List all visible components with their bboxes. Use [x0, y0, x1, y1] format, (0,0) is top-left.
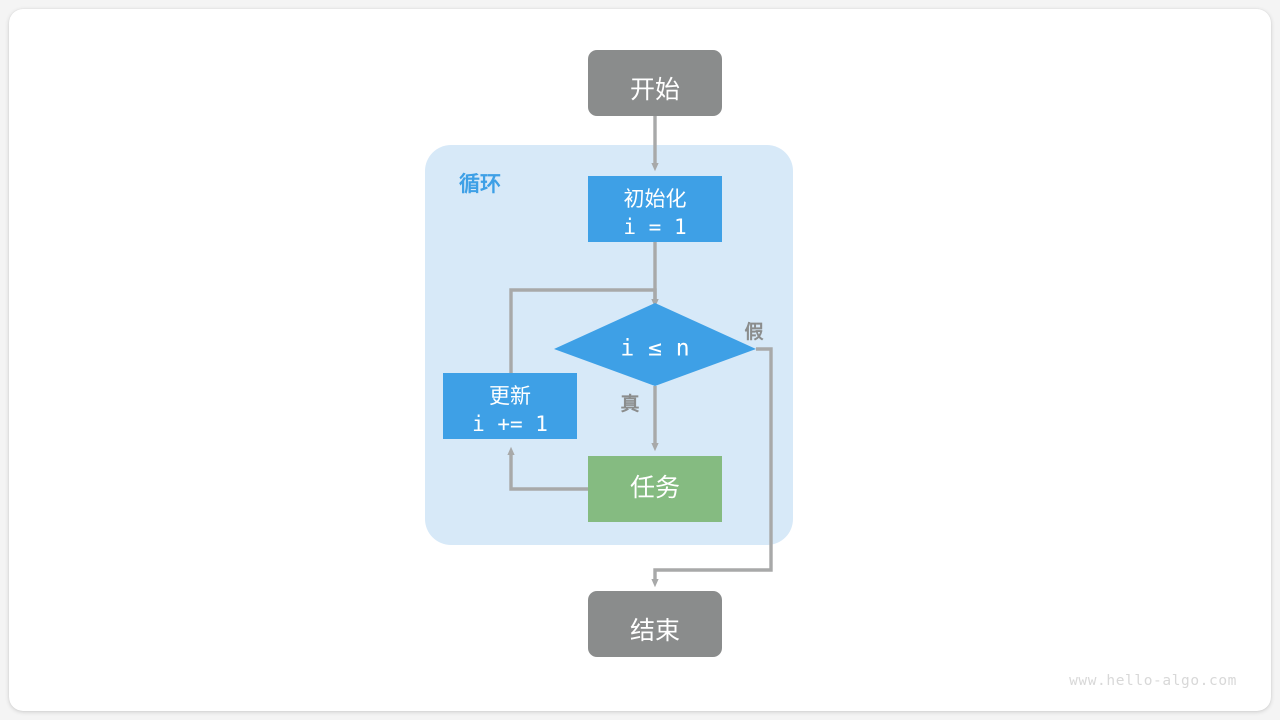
node-init-sublabel: i = 1 — [623, 215, 686, 239]
node-condition[interactable]: i ≤ n — [554, 303, 756, 386]
edge-label-true: 真 — [620, 392, 639, 415]
edge-update-to-condition — [509, 288, 659, 373]
node-init[interactable]: 初始化 i = 1 — [588, 176, 722, 242]
node-task-label: 任务 — [630, 473, 680, 502]
node-update[interactable]: 更新 i += 1 — [443, 373, 577, 439]
node-start[interactable]: 开始 — [588, 50, 722, 116]
node-task[interactable]: 任务 — [588, 456, 722, 522]
diagram-card: 循环 真 假 — [9, 9, 1271, 711]
node-start-shape[interactable] — [588, 50, 722, 116]
edge-condition-to-end — [651, 347, 773, 588]
watermark: www.hello-algo.com — [1069, 673, 1237, 689]
node-task-shape[interactable] — [588, 456, 722, 522]
edge-label-false: 假 — [744, 320, 763, 343]
node-start-label: 开始 — [630, 75, 680, 104]
edge-layer — [507, 116, 773, 588]
edge-task-to-update — [507, 446, 588, 491]
node-update-sublabel: i += 1 — [472, 412, 548, 436]
node-end[interactable]: 结束 — [588, 591, 722, 657]
node-init-label: 初始化 — [624, 187, 687, 211]
node-end-label: 结束 — [630, 616, 680, 645]
node-condition-shape[interactable] — [554, 303, 756, 386]
flowchart-canvas: 循环 真 假 — [425, 50, 793, 657]
edge-label-layer: 真 假 — [620, 320, 763, 415]
node-update-shape[interactable] — [443, 373, 577, 439]
node-init-shape[interactable] — [588, 176, 722, 242]
node-end-shape[interactable] — [588, 591, 722, 657]
node-update-label: 更新 — [489, 384, 531, 408]
node-condition-label: i ≤ n — [620, 336, 689, 362]
loop-container-label: 循环 — [459, 172, 501, 196]
